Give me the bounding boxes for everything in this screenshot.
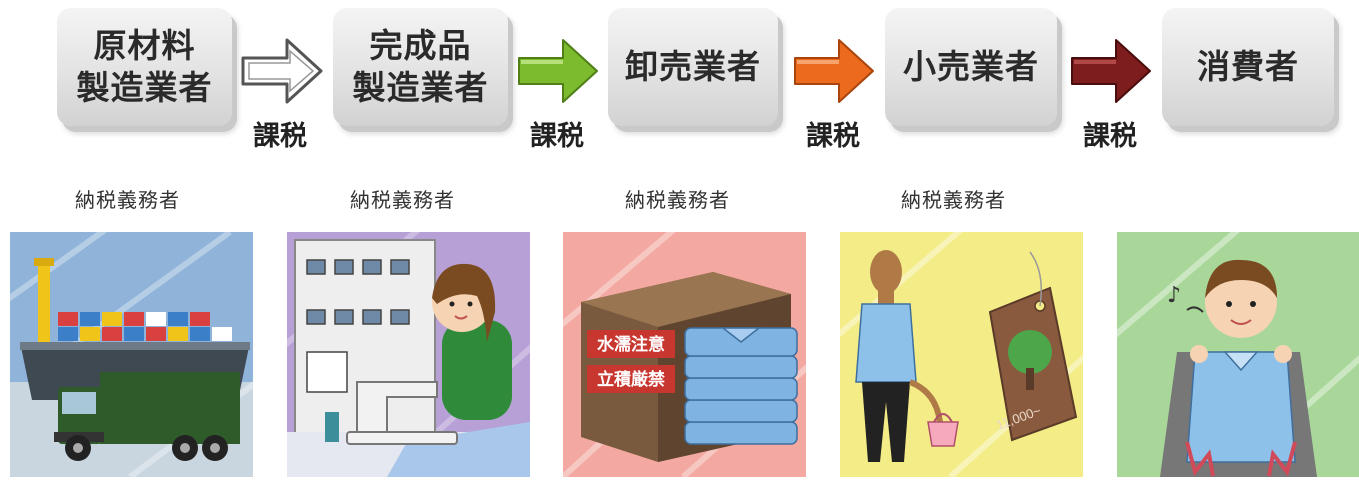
stage-wholesaler: 卸売業者 [608, 8, 778, 126]
music-note-icon: ♪ [1167, 283, 1181, 308]
stage-label: 消費者 [1197, 47, 1299, 86]
taxpayer-label-1: 納税義務者 [75, 188, 180, 212]
stage-retailer: 小売業者 [885, 8, 1057, 126]
stage-consumer: 消費者 [1162, 8, 1334, 126]
illustration-retail: 11,000~ [840, 232, 1083, 477]
arrow-darkred-icon [1071, 39, 1151, 103]
taxpayer-label-3: 納税義務者 [625, 188, 730, 212]
box-label-line2: 立積厳禁 [597, 369, 665, 389]
stage-finished-goods-manufacturer: 完成品 製造業者 [333, 8, 508, 126]
illustration-wholesale: 水濡注意 立積厳禁 [563, 232, 806, 477]
arrow-white-icon [241, 38, 323, 104]
taxpayer-label-4: 納税義務者 [901, 188, 1006, 212]
taxpayer-label-2: 納税義務者 [350, 188, 455, 212]
arrow-green-icon [518, 39, 598, 103]
illustration-shipping [10, 232, 253, 477]
illustration-consumer: ♪ [1117, 232, 1359, 477]
tax-label-2: 課税 [530, 121, 584, 152]
tax-label-1: 課税 [253, 121, 307, 152]
stage-label: 完成品 製造業者 [352, 26, 489, 107]
arrow-orange-icon [794, 39, 874, 103]
stage-label: 原材料 製造業者 [76, 26, 213, 107]
illustration-sewing [287, 232, 530, 477]
box-label-line1: 水濡注意 [597, 334, 665, 354]
stage-label: 卸売業者 [625, 47, 761, 86]
tax-label-3: 課税 [806, 121, 860, 152]
stage-raw-material-manufacturer: 原材料 製造業者 [57, 8, 232, 126]
tax-label-4: 課税 [1083, 121, 1137, 152]
stage-label: 小売業者 [903, 47, 1039, 86]
